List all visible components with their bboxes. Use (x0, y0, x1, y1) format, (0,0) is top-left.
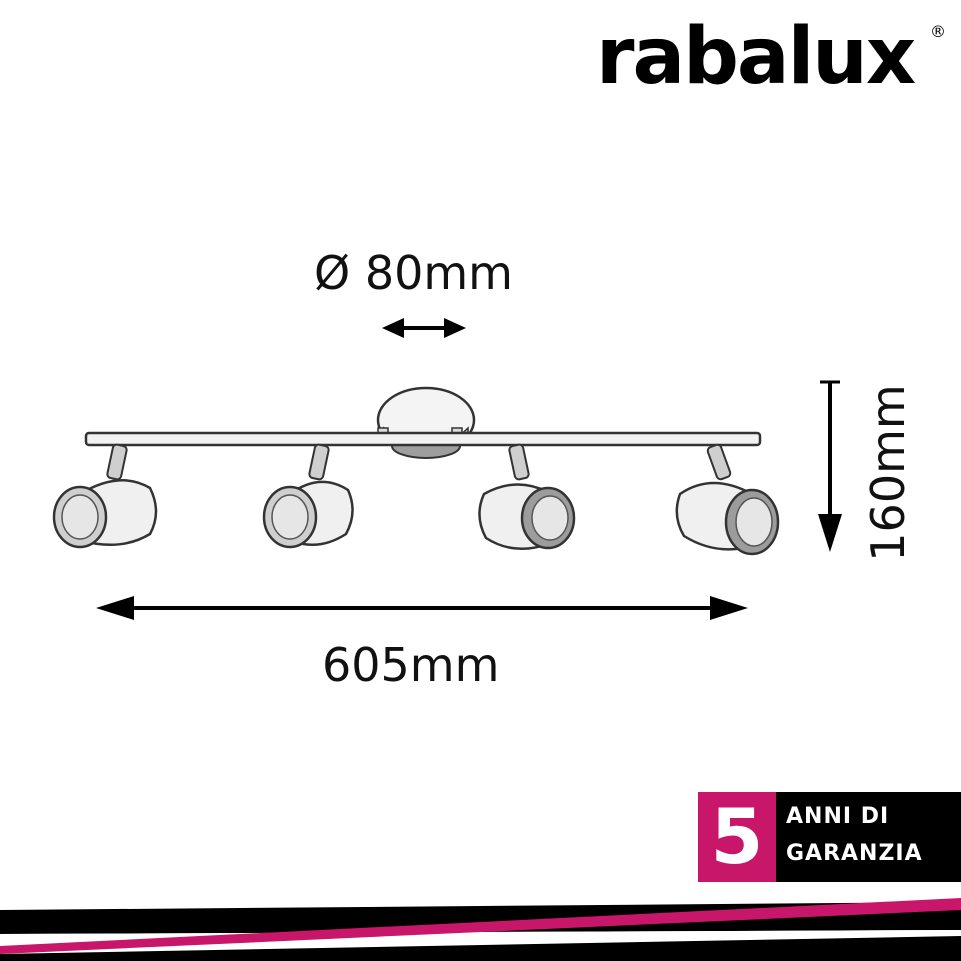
ceiling-canopy (376, 386, 476, 459)
decorative-stripes (0, 898, 961, 961)
warranty-text-line2: GARANZIA (786, 841, 923, 866)
diameter-arrow (382, 318, 466, 338)
width-label: 605mm (322, 638, 500, 692)
warranty-years: 5 (710, 792, 764, 881)
warranty-years-box: 5 (698, 792, 776, 882)
warranty-badge: 5 ANNI DI GARANZIA (698, 792, 961, 882)
brand-logo-text: rabalux (596, 12, 916, 102)
height-arrow (818, 380, 842, 552)
spotlight-1 (52, 443, 158, 549)
brand-logo: rabalux ® (596, 18, 946, 98)
spotlight-4 (675, 443, 780, 556)
height-label: 160mm (861, 384, 915, 562)
registered-mark: ® (930, 22, 946, 41)
width-arrow (96, 596, 748, 620)
spotlight-2 (262, 443, 354, 549)
mounting-bar (84, 431, 762, 447)
warranty-text-line1: ANNI DI (786, 804, 890, 829)
height-label-wrapper: 160mm (858, 378, 918, 568)
diameter-label: Ø 80mm (314, 246, 513, 300)
spotlight-3 (478, 443, 576, 550)
